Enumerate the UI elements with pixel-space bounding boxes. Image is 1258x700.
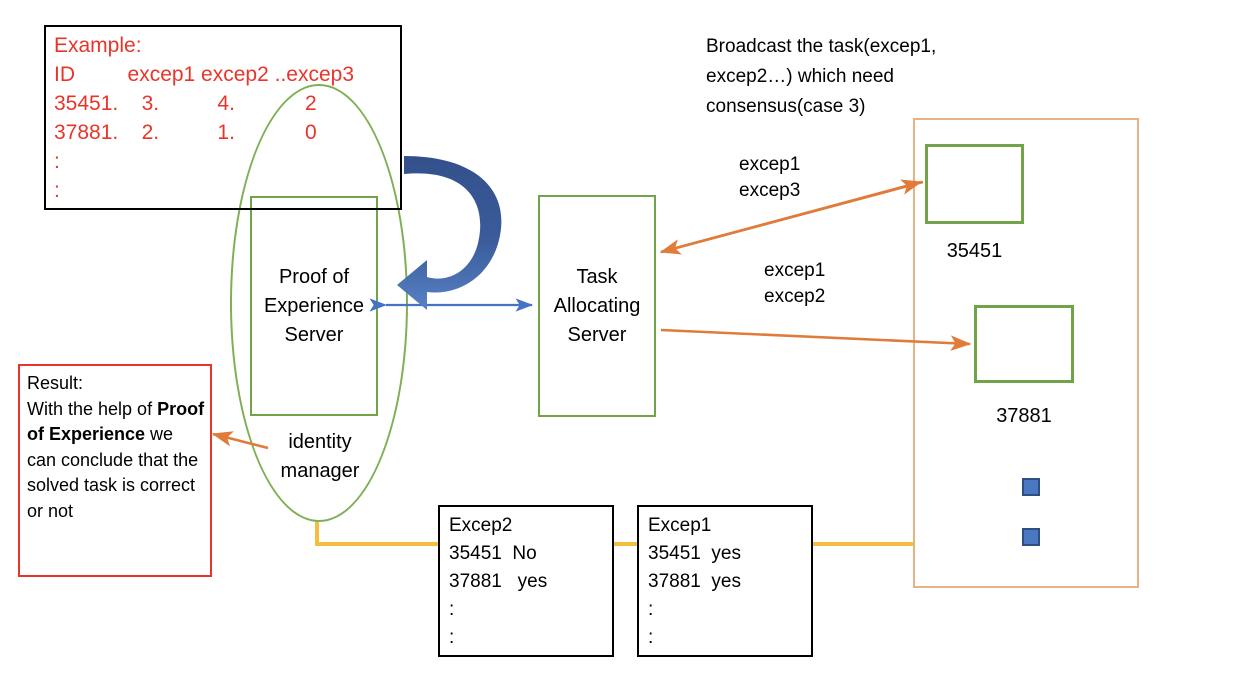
network-panel — [913, 118, 1139, 588]
task-allocating-server-label: Task Allocating Server — [553, 265, 641, 346]
network-node-box-35451[interactable] — [925, 144, 1024, 224]
result-line1: With the help of — [27, 398, 158, 419]
example-table-box: Example: ID excep1 excep2 ..excep3 35451… — [44, 25, 402, 210]
result-box: Result: With the help of Proof of Experie… — [18, 364, 212, 577]
proof-of-experience-server-box[interactable]: Proof of Experience Server — [250, 196, 378, 416]
arrow-label-lower: excep1 excep2 — [764, 260, 826, 307]
yellow-connector-ellipse-to-excep2 — [315, 521, 438, 546]
excep2-result-box: Excep2 35451 No 37881 yes : : — [438, 505, 614, 657]
network-node-label-35451: 35451 — [946, 240, 1003, 262]
network-marker-square-2 — [1022, 528, 1040, 546]
network-node-label-37881: 37881 — [996, 405, 1052, 427]
result-heading: Result: — [27, 373, 84, 393]
proof-of-experience-server-label: Proof of Experience Server — [263, 265, 365, 346]
network-marker-square-1 — [1022, 478, 1040, 496]
arrow-label-upper: excep1 excep3 — [739, 154, 801, 201]
task-allocating-server-box[interactable]: Task Allocating Server — [538, 195, 656, 417]
excep1-result-box: Excep1 35451 yes 37881 yes : : — [637, 505, 813, 657]
broadcast-note-text: Broadcast the task(excep1, excep2…) whic… — [706, 36, 937, 117]
result-line2: we can conclude that the solved task is … — [27, 424, 199, 521]
network-node-box-37881[interactable] — [974, 305, 1074, 383]
identity-manager-label: identity manager — [280, 431, 360, 482]
result-bold-phrase: Proof of Experience — [27, 398, 205, 445]
excep1-result-text: Excep1 35451 yes 37881 yes : : — [648, 515, 741, 648]
blue-loop-arrow — [397, 156, 502, 310]
excep2-result-text: Excep2 35451 No 37881 yes : : — [449, 515, 548, 648]
result-box-text: Result: With the help of Proof of Experie… — [27, 371, 205, 524]
example-table-text: Example: ID excep1 excep2 ..excep3 35451… — [54, 34, 354, 202]
